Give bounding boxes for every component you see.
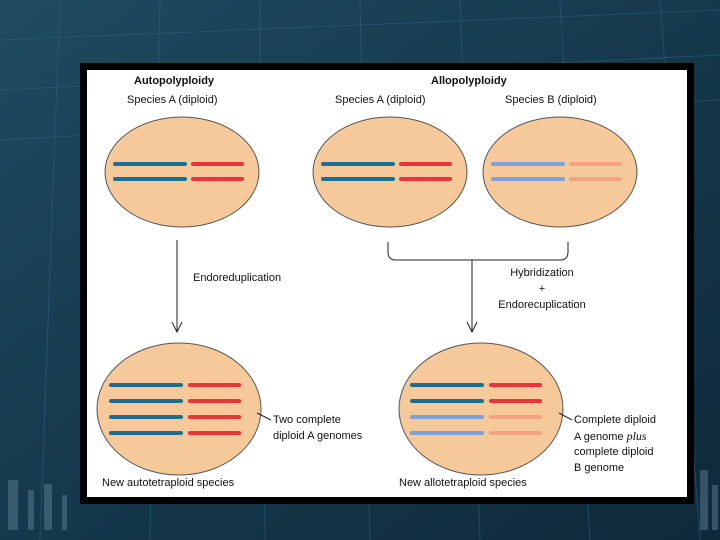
- chromosomes-species-a-allo: [321, 162, 452, 181]
- label-endoreduplication-allo: Endorecuplication: [498, 299, 586, 311]
- label-plus: +: [538, 283, 546, 295]
- label-new-autotetraploid: New autotetraploid species: [102, 477, 235, 489]
- chromosomes-species-a-auto: [113, 162, 244, 181]
- note-allo-line1: Complete diploid: [574, 414, 656, 426]
- chromosomes-species-b: [491, 162, 622, 181]
- polyploidy-diagram: [96, 116, 638, 476]
- cell-autotetraploid: [96, 342, 262, 476]
- label-species-a-allo: Species A (diploid): [335, 94, 426, 106]
- note-allo-line4: B genome: [574, 462, 625, 474]
- heading-autopolyploidy: Autopolyploidy: [134, 75, 215, 87]
- diagram-canvas: Autopolyploidy Allopolyploidy Species A …: [87, 70, 687, 497]
- note-allo-line2: A genome plus: [574, 430, 647, 444]
- chromosomes-autotetraploid: [109, 383, 241, 435]
- label-species-b: Species B (diploid): [505, 94, 597, 106]
- label-new-allotetraploid: New allotetraploid species: [399, 477, 527, 489]
- arrow-hybridization: [387, 242, 569, 334]
- cell-allotetraploid: [398, 342, 564, 476]
- note-auto-line1: Two complete: [273, 414, 341, 426]
- note-auto-line2: diploid A genomes: [273, 430, 363, 442]
- note-allo-line2-text: A genome: [574, 431, 627, 443]
- label-hybridization: Hybridization: [510, 267, 574, 279]
- cell-species-a-auto: [104, 116, 260, 228]
- callout-line-auto: [256, 412, 272, 421]
- note-allo-line3: complete diploid: [574, 446, 654, 458]
- diagram-panel: Autopolyploidy Allopolyploidy Species A …: [80, 63, 694, 504]
- cell-species-a-allo: [312, 116, 468, 228]
- arrow-endoreduplication: [171, 240, 183, 334]
- note-allo-plus-italic: plus: [626, 429, 647, 443]
- label-endoreduplication: Endoreduplication: [193, 272, 282, 284]
- heading-allopolyploidy: Allopolyploidy: [431, 75, 507, 87]
- chromosomes-allotetraploid: [410, 383, 542, 435]
- callout-line-allo: [558, 412, 573, 421]
- label-species-a-auto: Species A (diploid): [127, 94, 218, 106]
- cell-species-b: [482, 116, 638, 228]
